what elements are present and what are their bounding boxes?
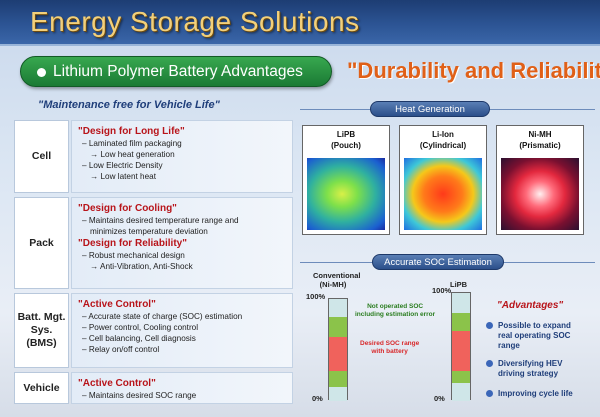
row-heading: "Design for Long Life" <box>78 126 185 137</box>
advantages-title: "Advantages" <box>497 300 564 311</box>
thermal-card: Ni-MH (Prismatic) <box>496 125 584 235</box>
thermal-image <box>501 158 579 230</box>
bar-segment <box>329 387 347 401</box>
bar-segment <box>329 371 347 387</box>
thermal-card: LiPB (Pouch) <box>302 125 390 235</box>
lipb-soc-bar <box>451 292 471 401</box>
row-heading: "Design for Reliability" <box>78 238 187 249</box>
battery-type: Ni-MH <box>528 130 552 139</box>
row-item: – Relay on/off control <box>82 345 160 354</box>
row-item: – Cell balancing, Cell diagnosis <box>82 334 196 343</box>
row-item: – Robust mechanical design <box>82 251 185 260</box>
row-item: – Laminated film packaging <box>82 139 182 148</box>
row-item: – Low Electric Density <box>82 161 163 170</box>
bar-segment <box>329 299 347 317</box>
row-label: Batt. Mgt. Sys. (BMS) <box>14 293 69 368</box>
row-body: "Design for Long Life" – Laminated film p… <box>71 120 293 193</box>
thermal-image <box>404 158 482 230</box>
battery-type: LiPB <box>336 130 356 139</box>
heat-generation-header: Heat Generation <box>370 101 490 117</box>
conventional-soc-bar <box>328 298 348 401</box>
top-percent: 100% <box>306 292 326 301</box>
row-item: – Accurate state of charge (SOC) estimat… <box>82 312 243 321</box>
thermal-card: Li-Ion (Cylindrical) <box>399 125 487 235</box>
bar-segment <box>452 371 470 383</box>
bar-segment <box>452 313 470 331</box>
headline: "Durability and Reliability" <box>347 58 600 83</box>
subtitle-pill: Lithium Polymer Battery Advantages <box>20 56 332 87</box>
row-heading: "Active Control" <box>78 378 156 389</box>
row-body: "Active Control" – Accurate state of char… <box>71 293 293 368</box>
thermal-image <box>307 158 385 230</box>
lipb-label: LiPB <box>450 280 468 289</box>
bar-segment <box>452 383 470 401</box>
row-heading: "Active Control" <box>78 299 156 310</box>
bullet-icon <box>486 390 493 397</box>
header-bar: Energy Storage Solutions <box>0 0 600 46</box>
maintenance-caption: "Maintenance free for Vehicle Life" <box>38 99 220 111</box>
row-item: – Power control, Cooling control <box>82 323 199 332</box>
bullet-icon <box>486 360 493 367</box>
bullet-icon <box>486 322 493 329</box>
thermal-card-caption: Li-Ion (Cylindrical) <box>400 129 486 151</box>
soc-estimation-header: Accurate SOC Estimation <box>372 254 504 270</box>
bar-segment <box>452 293 470 313</box>
row-item: → Low latent heat <box>90 172 156 181</box>
thermal-card-caption: LiPB (Pouch) <box>303 129 389 151</box>
row-body: "Design for Cooling" – Maintains desired … <box>71 197 293 289</box>
red-annotation: Desired SOC range with battery <box>360 340 420 355</box>
bar-segment <box>452 331 470 371</box>
bar-segment <box>329 317 347 337</box>
battery-form: (Cylindrical) <box>419 141 467 150</box>
row-item: – Maintains desired SOC range <box>82 391 197 400</box>
subtitle-label: Lithium Polymer Battery Advantages <box>53 63 303 80</box>
row-item: minimizes temperature deviation <box>90 227 208 236</box>
row-item: → Low heat generation <box>90 150 175 159</box>
row-label: Vehicle <box>14 372 69 404</box>
row-body: "Active Control" – Maintains desired SOC … <box>71 372 293 404</box>
advantage-text: Diversifying HEV driving strategy <box>498 359 563 378</box>
top-percent-right: 100% <box>432 286 452 295</box>
battery-form: (Pouch) <box>331 141 361 150</box>
bullet-icon <box>37 68 46 77</box>
battery-form: (Prismatic) <box>519 141 561 150</box>
battery-type: Li-Ion <box>432 130 454 139</box>
conventional-label-line2: (Ni-MH) <box>319 280 347 289</box>
row-label: Pack <box>14 197 69 289</box>
conventional-label: Conventional (Ni-MH) <box>313 271 361 289</box>
row-label: Cell <box>14 120 69 193</box>
row-item: → Anti-Vibration, Anti-Shock <box>90 262 193 271</box>
thermal-card-caption: Ni-MH (Prismatic) <box>497 129 583 151</box>
advantage-text: Improving cycle life <box>498 389 573 398</box>
green-annotation: Not operated SOC including estimation er… <box>355 303 436 318</box>
bar-segment <box>329 337 347 371</box>
page-title: Energy Storage Solutions <box>30 6 360 37</box>
bottom-percent: 0% <box>312 394 323 403</box>
advantage-text: Possible to expand real operating SOC ra… <box>498 321 571 350</box>
row-item: – Maintains desired temperature range an… <box>82 216 239 225</box>
row-heading: "Design for Cooling" <box>78 203 177 214</box>
bottom-percent-right: 0% <box>434 394 445 403</box>
conventional-label-line1: Conventional <box>313 271 361 280</box>
